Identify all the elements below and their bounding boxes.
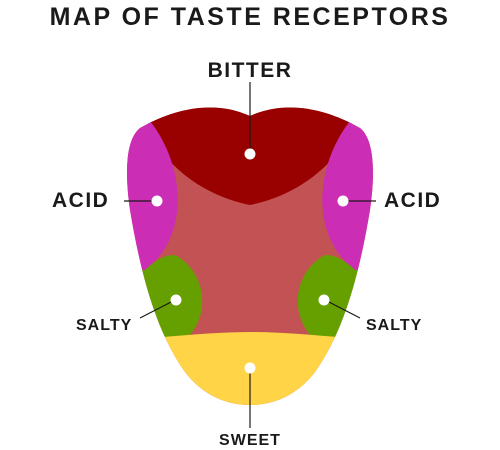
salty-right-leader-line <box>324 299 361 319</box>
acid-left-region <box>127 107 178 270</box>
sweet-marker <box>244 362 256 374</box>
bitter-label: BITTER <box>207 59 293 82</box>
acid-right-marker <box>337 195 349 207</box>
salty-left-leader-line <box>139 299 176 319</box>
salty-left-region <box>127 255 203 340</box>
bitter-marker <box>244 148 256 160</box>
acid-left-marker <box>151 195 163 207</box>
acid-right-label: ACID <box>384 189 442 212</box>
acid-right-region <box>322 107 373 270</box>
salty-right-region <box>297 255 373 340</box>
salty-left-label: SALTY <box>76 317 133 334</box>
sweet-label: SWEET <box>219 432 281 449</box>
salty-left-marker <box>170 294 182 306</box>
acid-left-label: ACID <box>52 189 110 212</box>
page-title: MAP OF TASTE RECEPTORS <box>49 3 451 31</box>
salty-right-marker <box>318 294 330 306</box>
salty-right-label: SALTY <box>366 317 423 334</box>
